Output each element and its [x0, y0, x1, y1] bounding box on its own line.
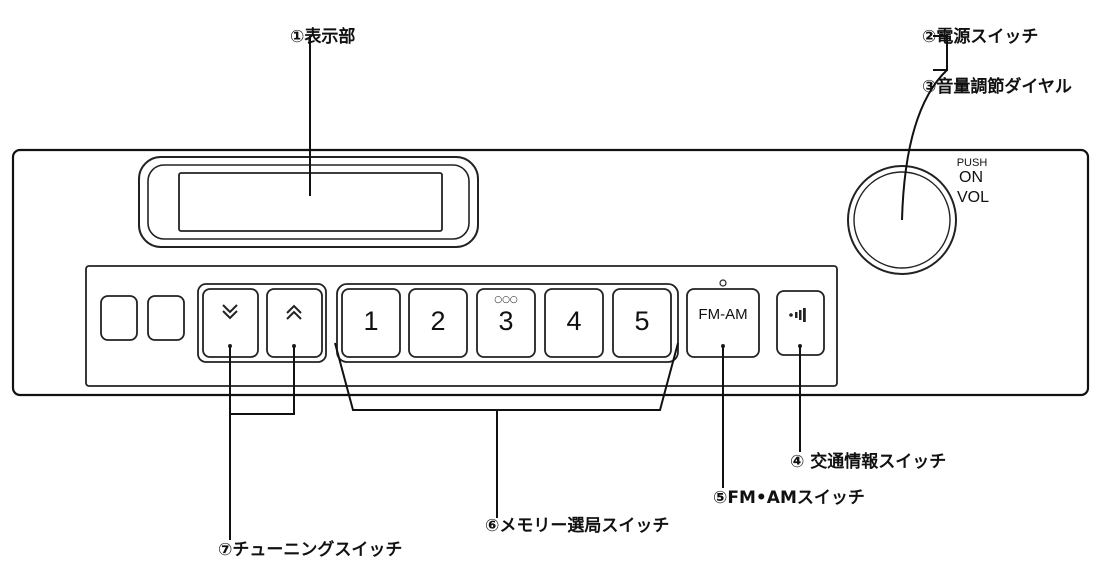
- chevron-up-icon: [286, 304, 302, 320]
- label-volume: ③音量調節ダイヤル: [922, 76, 1072, 97]
- label-tuning: ⑦チューニングスイッチ: [218, 539, 402, 560]
- label-power: ②電源スイッチ: [922, 26, 1038, 47]
- blank-square-right: [147, 295, 185, 341]
- preset-label-4: 4: [566, 306, 581, 336]
- label-memory: ⑥メモリー選局スイッチ: [485, 516, 669, 536]
- blank-square-left: [100, 295, 138, 341]
- leader-memory: [334, 342, 679, 518]
- leader-power-volume: [901, 35, 948, 221]
- chevron-down-icon: [222, 304, 238, 320]
- knob-vol-text: VOL: [957, 189, 989, 206]
- preset-label-1: 1: [363, 306, 378, 336]
- preset-button-3: [476, 288, 536, 358]
- knob-push-text: PUSH: [957, 157, 988, 169]
- fm-am-label: FM-AM: [698, 306, 747, 323]
- fm-am-indicator: [719, 279, 727, 287]
- preset-button-4: [544, 288, 604, 358]
- preset-label-2: 2: [430, 306, 445, 336]
- leader-lines: [229, 35, 948, 540]
- display-window: [138, 156, 479, 248]
- preset-button-1: [341, 288, 401, 358]
- label-traffic: ④ 交通情報スイッチ: [790, 451, 946, 472]
- preset-label-3: 3: [498, 306, 513, 336]
- leader-tuning: [229, 346, 295, 540]
- signal-wave-icon: [789, 308, 806, 322]
- label-display: ①表示部: [290, 26, 355, 47]
- preset-buttons: [341, 288, 672, 358]
- label-fm-am: ⑤FM•AMスイッチ: [713, 488, 865, 508]
- preset3-mark: ○○○: [494, 295, 518, 305]
- preset-button-5: [612, 288, 672, 358]
- preset-button-2: [408, 288, 468, 358]
- knob-on-text: ON: [959, 169, 983, 186]
- preset-label-5: 5: [634, 306, 649, 336]
